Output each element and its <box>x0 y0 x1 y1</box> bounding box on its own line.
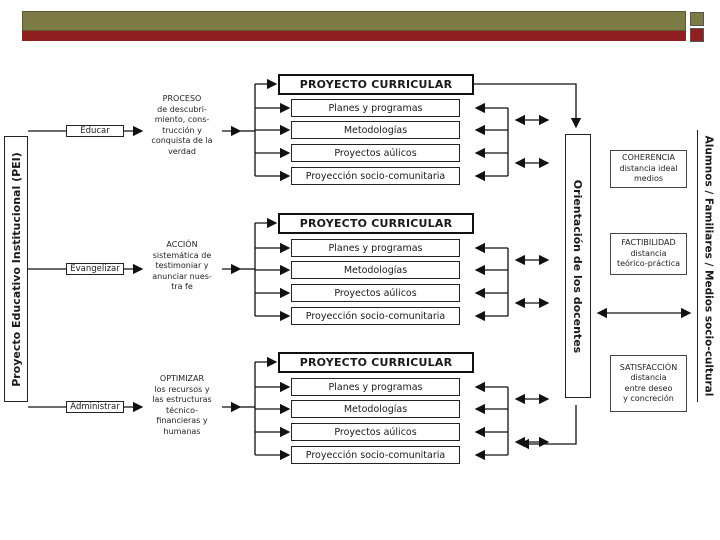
item-proyectos-1: Proyectos aúlicos <box>291 144 460 162</box>
criterion-satisfaccion: SATISFACCIÓN distancia entre deseo y con… <box>610 355 687 412</box>
pei-label: Proyecto Educativo Institucional (PEI) <box>9 151 23 387</box>
header-square-bottom <box>690 28 704 42</box>
item-proyeccion-2: Proyección socio-comunitaria <box>291 307 460 325</box>
criterion-line: distancia <box>630 248 667 258</box>
criterion-line: y concreción <box>623 394 674 403</box>
description-line: técnico- <box>165 405 199 415</box>
description-line: testimoniar y <box>155 261 209 270</box>
header-accent-bar <box>22 31 686 41</box>
item-proyectos-2: Proyectos aúlicos <box>291 284 460 302</box>
criterion-coherencia: COHERENCIA distancia ideal medios <box>610 150 687 188</box>
criterion-line: distancia ideal <box>619 163 678 173</box>
description-administrar: OPTIMIZAR los recursos y las estructuras… <box>144 374 220 437</box>
criterion-title: COHERENCIA <box>622 153 675 163</box>
criterion-line: entre deseo <box>624 383 673 393</box>
orientation-label: Orientación de los docentes <box>571 179 585 353</box>
description-line: las estructuras <box>152 395 212 404</box>
description-line: humanas <box>163 426 201 436</box>
item-metodologias-1: Metodologías <box>291 121 460 139</box>
description-line: miento, cons- <box>154 115 210 124</box>
description-line: tra fe <box>171 282 193 291</box>
description-line: ACCIÓN <box>166 240 198 249</box>
item-planes-1: Planes y programas <box>291 99 460 117</box>
header-bar <box>22 11 686 31</box>
item-metodologias-2: Metodologías <box>291 261 460 279</box>
description-line: los recursos y <box>154 384 210 394</box>
description-line: verdad <box>168 146 196 156</box>
criterion-factibilidad: FACTIBILIDAD distancia teórico-práctica <box>610 233 687 275</box>
verb-box-administrar: Administrar <box>66 401 124 413</box>
item-planes-3: Planes y programas <box>291 378 460 396</box>
item-planes-2: Planes y programas <box>291 239 460 257</box>
project-title-1: PROYECTO CURRICULAR <box>278 74 474 95</box>
item-metodologias-3: Metodologías <box>291 400 460 418</box>
description-line: trucción y <box>162 125 202 135</box>
verb-box-educar: Educar <box>66 125 124 137</box>
description-line: PROCESO <box>162 94 202 103</box>
header-square-top <box>690 12 704 26</box>
description-line: anunciar nues- <box>152 271 212 281</box>
description-line: financieras y <box>156 416 208 425</box>
description-line: OPTIMIZAR <box>159 374 205 383</box>
description-line: de descubri- <box>157 104 207 114</box>
project-title-2: PROYECTO CURRICULAR <box>278 213 474 234</box>
pei-box: Proyecto Educativo Institucional (PEI) <box>4 136 28 402</box>
description-evangelizar: ACCIÓN sistemática de testimoniar y anun… <box>144 240 220 293</box>
criterion-line: teórico-práctica <box>616 259 681 269</box>
item-proyectos-3: Proyectos aúlicos <box>291 423 460 441</box>
description-line: conquista de la <box>151 136 213 145</box>
description-line: sistemática de <box>152 250 212 260</box>
project-to-orientation-arrow <box>474 83 582 129</box>
audience-box: Alumnos / Familiares / Medios socio-cult… <box>697 130 719 402</box>
orientation-to-project-arrow <box>518 405 577 450</box>
item-proyeccion-3: Proyección socio-comunitaria <box>291 446 460 464</box>
criterion-title: SATISFACCIÓN <box>619 362 678 372</box>
audience-label: Alumnos / Familiares / Medios socio-cult… <box>702 135 715 397</box>
description-educar: PROCESO de descubri- miento, cons- trucc… <box>144 94 220 157</box>
verb-box-evangelizar: Evangelizar <box>66 263 124 275</box>
item-proyeccion-1: Proyección socio-comunitaria <box>291 167 460 185</box>
project-title-3: PROYECTO CURRICULAR <box>278 352 474 373</box>
orientation-box: Orientación de los docentes <box>565 134 591 398</box>
criterion-title: FACTIBILIDAD <box>621 238 676 248</box>
criterion-line: medios <box>633 174 664 184</box>
criterion-line: distancia <box>630 373 667 382</box>
